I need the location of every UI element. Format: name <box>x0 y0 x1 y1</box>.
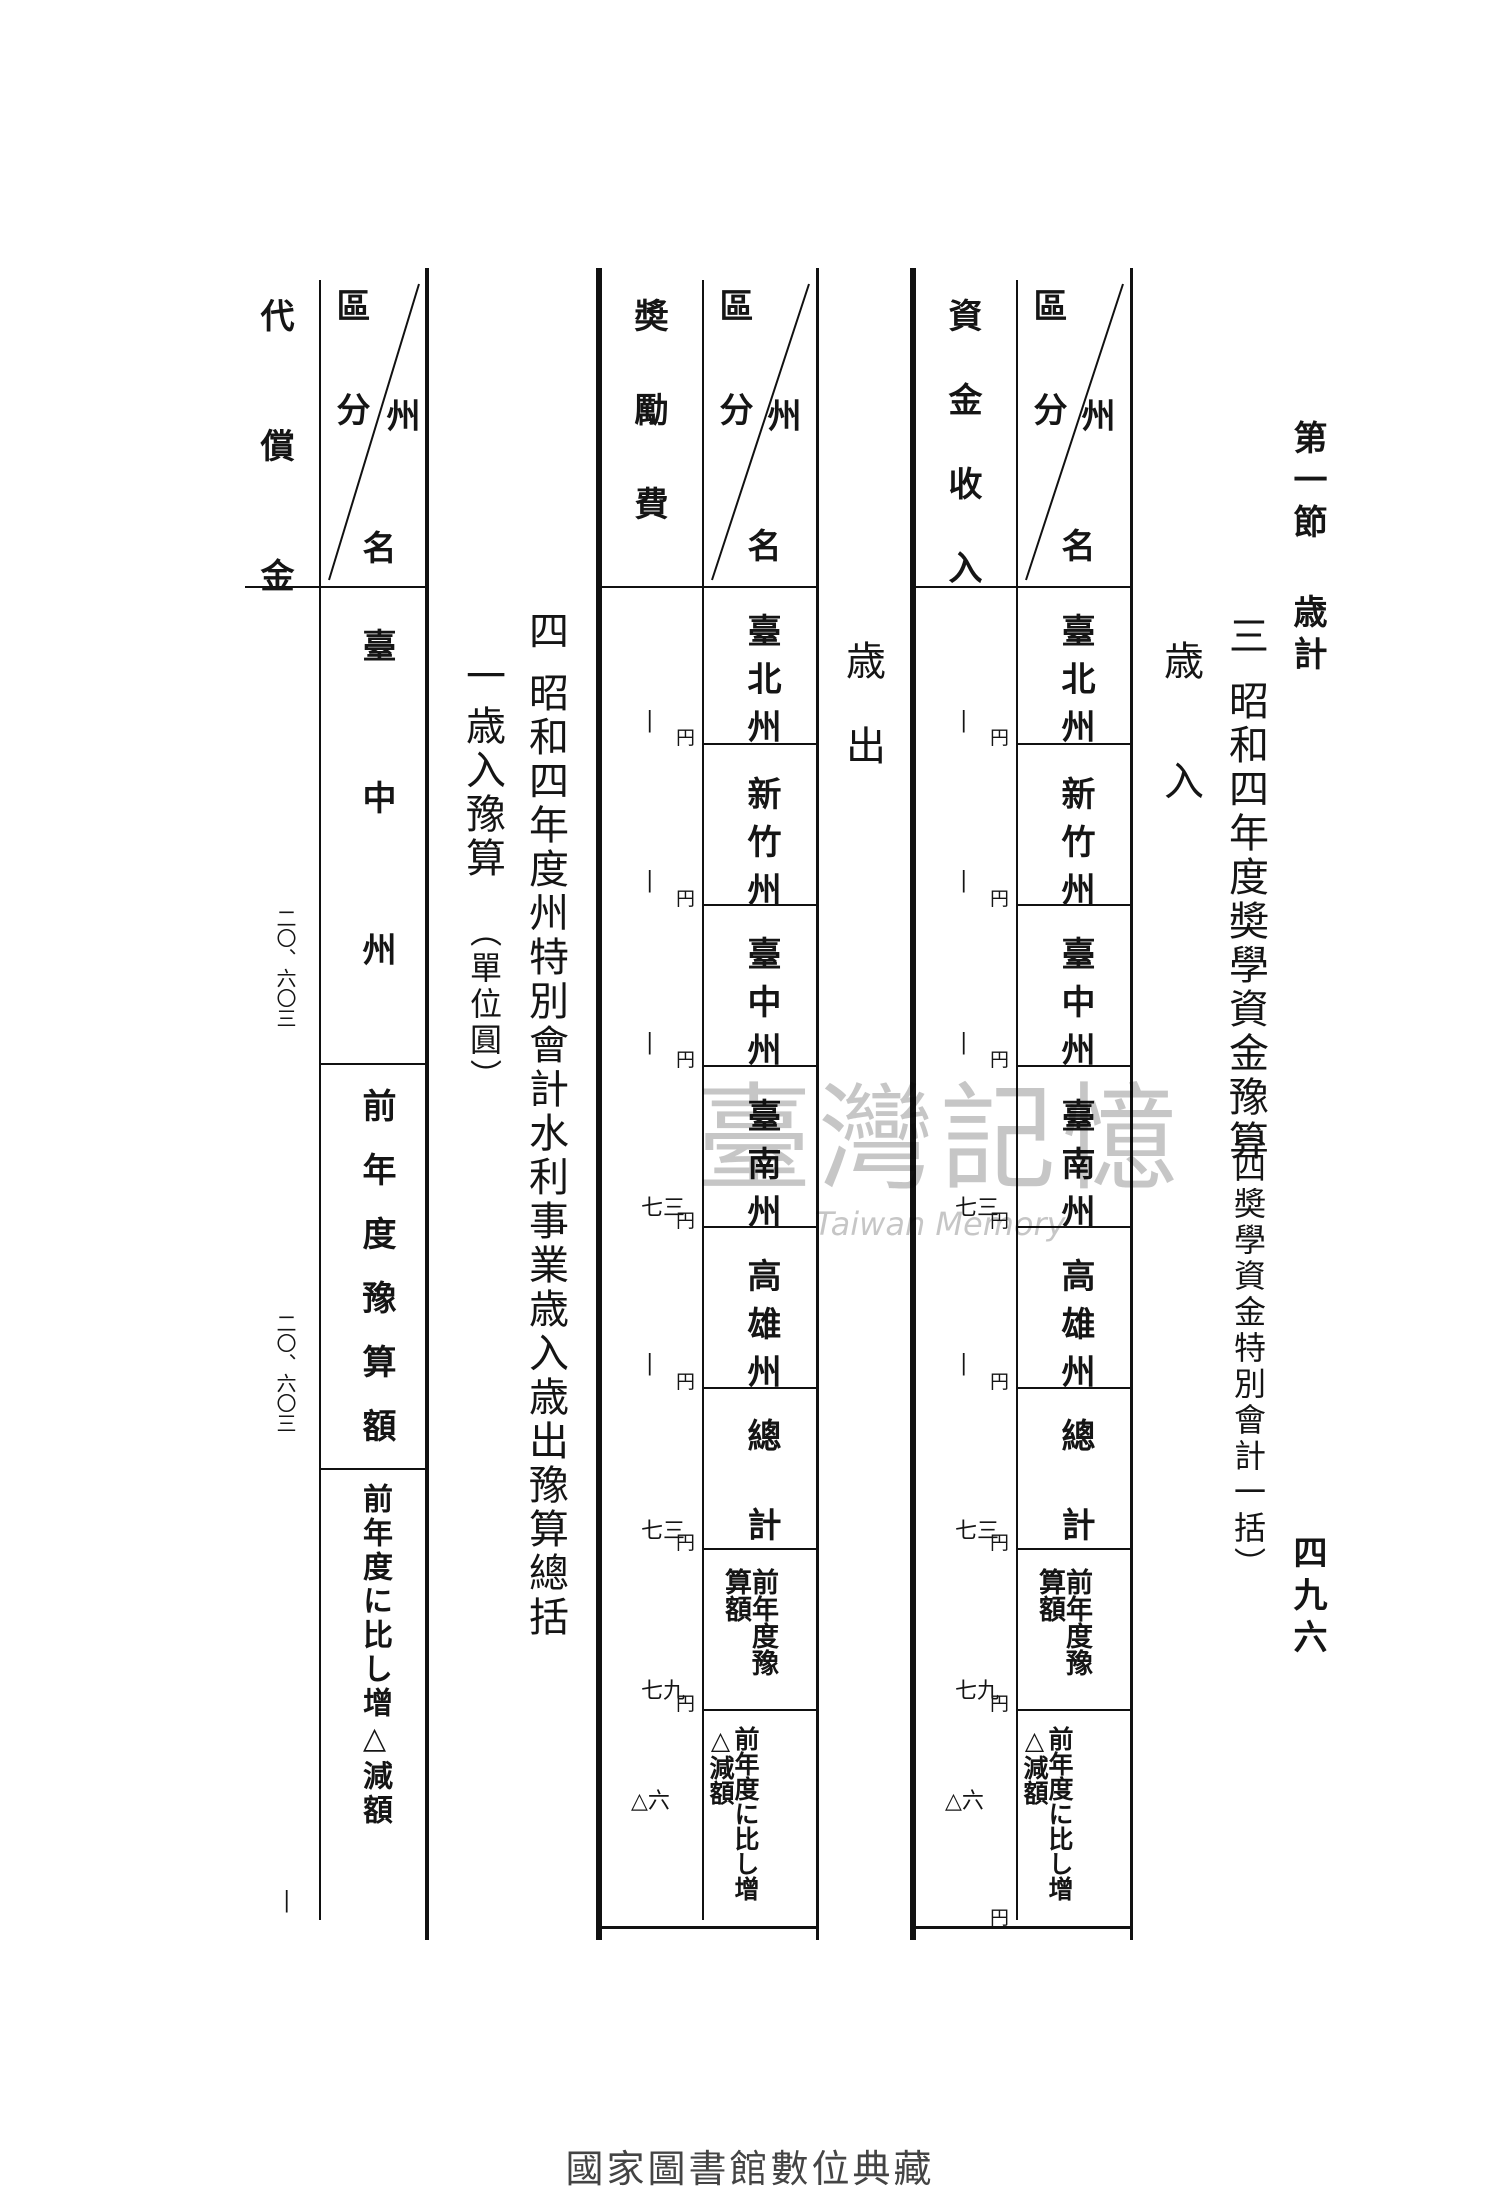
column-header: 臺南州 <box>1055 1098 1095 1242</box>
revenue-value: | <box>960 868 968 893</box>
revenue-value: | <box>960 1030 968 1055</box>
column-header: 前年度豫算額 <box>1034 1568 1092 1676</box>
section3-subtitle: （四奬學資金特別會計一括） <box>1229 1115 1267 1583</box>
water-value: 二〇、六〇三 <box>273 908 297 1028</box>
column-header: 前年度に比し增△減額 <box>1020 1726 1074 1901</box>
header-state: 州 <box>380 398 420 432</box>
revenue-value: 七三 <box>955 1196 1000 1221</box>
column-header: 前年度豫算額 <box>356 1088 396 1472</box>
expenditure-value: △六 <box>631 1789 670 1814</box>
column-header: 總計 <box>1055 1418 1095 1596</box>
revenue-value: | <box>960 1351 968 1376</box>
taiwan-memory-watermark: 臺灣記憶 Taiwan Memory <box>640 1045 1240 1243</box>
revenue-row-label: 資金收入 <box>942 298 982 634</box>
section4-item-title: 歳入豫算 <box>459 705 505 881</box>
unit-label: 円 <box>676 1532 696 1554</box>
unit-label: 円 <box>990 888 1010 910</box>
column-header: 臺中州 <box>356 628 396 1084</box>
column-header: 臺北州 <box>1055 613 1095 757</box>
column-header: 臺南州 <box>741 1098 781 1242</box>
section3-title: 昭和四年度奬學資金豫算 <box>1222 680 1268 1164</box>
unit-label: 円 <box>676 727 696 749</box>
header-name: 名 <box>741 528 781 562</box>
column-header: 總計 <box>741 1418 781 1596</box>
unit-label: 円 <box>990 727 1010 749</box>
column-header: 臺北州 <box>741 613 781 757</box>
water-value: | <box>283 1888 291 1913</box>
expenditure-value: | <box>646 708 654 733</box>
unit-label: 円 <box>676 1049 696 1071</box>
column-header: 新竹州 <box>1055 776 1095 920</box>
unit-label: 円 <box>990 1532 1010 1554</box>
expenditure-value: | <box>646 1351 654 1376</box>
expenditure-value: 七三 <box>641 1196 686 1221</box>
unit-label: 円 <box>990 1371 1010 1393</box>
watermark-en: Taiwan Memory <box>814 1205 1066 1243</box>
expenditure-value: 七三 <box>641 1519 686 1544</box>
unit-label: 円 <box>990 1049 1010 1071</box>
unit-label: 円 <box>676 1210 696 1232</box>
section4-number: 四 <box>522 610 568 654</box>
section3-number: 三 <box>1222 615 1268 659</box>
column-header: 臺中州 <box>1055 936 1095 1080</box>
column-header: 新竹州 <box>741 776 781 920</box>
header-state: 州 <box>761 398 801 432</box>
header-division: 區分 <box>330 288 370 496</box>
watermark-cjk: 臺灣記憶 <box>696 1072 1184 1207</box>
column-header: 高雄州 <box>741 1258 781 1402</box>
header-name: 名 <box>1055 528 1095 562</box>
expenditure-heading: 歳出 <box>839 640 885 810</box>
water-revenue-table: 州 區分 名 代償金 臺中州 前年度豫算額 前年度に比し增△減額 二〇、六〇三 … <box>245 268 435 1940</box>
water-value: 二〇、六〇三 <box>273 1313 297 1433</box>
expenditure-row-label: 奬勵費 <box>628 298 668 580</box>
expenditure-value: | <box>646 1030 654 1055</box>
unit-label: 円 <box>676 888 696 910</box>
page-number: 四九六 <box>1287 1535 1327 1661</box>
header-name: 名 <box>356 530 396 564</box>
header-division: 區分 <box>1027 288 1067 496</box>
unit-label: 円 <box>990 1210 1010 1232</box>
unit-label: 円 <box>990 1907 1010 1929</box>
header-state: 州 <box>1075 398 1115 432</box>
column-header: 前年度に比し增△減額 <box>357 1483 392 1828</box>
expenditure-value: 七九 <box>641 1679 686 1704</box>
revenue-value: | <box>960 708 968 733</box>
column-header: 臺中州 <box>741 936 781 1080</box>
column-header: 高雄州 <box>1055 1258 1095 1402</box>
section-title: 第一節 歳計 <box>1287 420 1327 678</box>
revenue-value: 七三 <box>955 1519 1000 1544</box>
expenditure-table: 州 區分 名 奬勵費 臺北州 新竹州 臺中州 臺南州 高雄州 總計 前年度豫算額… <box>596 268 826 1940</box>
column-header: 前年度に比し增△減額 <box>706 1726 760 1901</box>
section4-title: 昭和四年度州特別會計水利事業歳入歳出豫算總括 <box>522 672 568 1640</box>
section4-item-unit: （單位圓） <box>465 915 503 1095</box>
expenditure-value: | <box>646 868 654 893</box>
water-row-label: 代償金 <box>254 298 294 688</box>
unit-label: 円 <box>676 1371 696 1393</box>
revenue-value: △六 <box>945 1789 984 1814</box>
header-division: 區分 <box>713 288 753 496</box>
revenue-value: 七九 <box>955 1679 1000 1704</box>
column-header: 前年度豫算額 <box>720 1568 778 1676</box>
unit-label: 円 <box>676 1693 696 1715</box>
revenue-heading: 歳入 <box>1157 640 1203 880</box>
revenue-table: 州 區分 名 資金收入 臺北州 新竹州 臺中州 臺南州 高雄州 總計 前年度豫算… <box>910 268 1140 1940</box>
unit-label: 円 <box>990 1693 1010 1715</box>
section4-item-number: 一 <box>459 655 505 699</box>
archive-footer: 國家圖書館數位典藏 <box>565 2147 935 2191</box>
